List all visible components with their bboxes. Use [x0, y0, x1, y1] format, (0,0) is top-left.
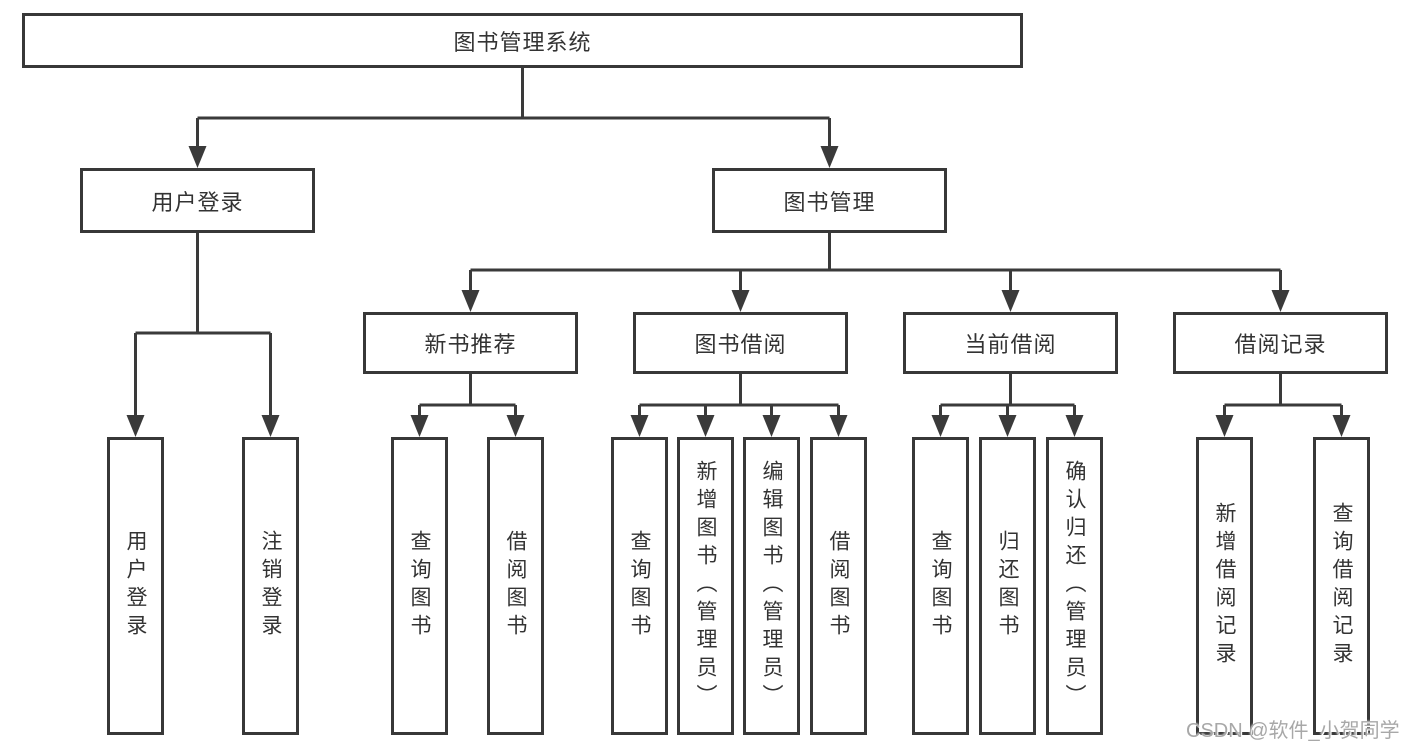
leaf-return-book: 归还图书: [979, 437, 1036, 735]
node-borrow-record-label: 借阅记录: [1234, 332, 1327, 357]
node-book-borrow-label: 图书借阅: [694, 332, 787, 357]
node-root: 图书管理系统: [22, 13, 1023, 68]
leaf-logout-login: 注销登录: [242, 437, 299, 735]
node-book-management-label: 图书管理: [783, 189, 876, 215]
arrow-icon: [998, 415, 1017, 437]
leaf-edit-book-admin: 编辑图书（管理员）: [743, 437, 800, 735]
leaf-logout-login-label: 注销登录: [259, 530, 282, 642]
node-borrow-record: 借阅记录: [1173, 312, 1388, 374]
leaf-edit-book-admin-label: 编辑图书（管理员）: [760, 460, 783, 712]
connector-new-book-recommend: [418, 374, 517, 416]
leaf-add-book-admin-label: 新增图书（管理员）: [694, 460, 717, 712]
csdn-watermark: CSDN @软件_小贺同学: [1186, 720, 1400, 742]
leaf-borrow-book-recommend: 借阅图书: [487, 437, 544, 735]
node-new-book-recommend-label: 新书推荐: [424, 332, 517, 357]
arrow-icon: [762, 415, 781, 437]
arrow-icon: [188, 146, 207, 168]
leaf-confirm-return-admin: 确认归还（管理员）: [1046, 437, 1103, 735]
arrow-icon: [1215, 415, 1234, 437]
node-new-book-recommend: 新书推荐: [363, 312, 578, 374]
arrow-icon: [1001, 290, 1020, 312]
node-book-borrow: 图书借阅: [633, 312, 848, 374]
leaf-query-borrow-record-label: 查询借阅记录: [1330, 502, 1353, 670]
leaf-query-book-current: 查询图书: [912, 437, 969, 735]
leaf-add-borrow-record-label: 新增借阅记录: [1213, 502, 1236, 670]
node-book-management: 图书管理: [712, 168, 947, 233]
arrow-icon: [461, 290, 480, 312]
leaf-borrow-book: 借阅图书: [810, 437, 867, 735]
arrow-icon: [1065, 415, 1084, 437]
leaf-confirm-return-admin-label: 确认归还（管理员）: [1063, 460, 1086, 712]
arrow-icon: [126, 415, 145, 437]
leaf-add-book-admin: 新增图书（管理员）: [677, 437, 734, 735]
node-current-borrow: 当前借阅: [903, 312, 1118, 374]
leaf-query-book-recommend-label: 查询图书: [408, 530, 431, 642]
arrow-icon: [1332, 415, 1351, 437]
arrow-icon: [731, 290, 750, 312]
leaf-user-login-label: 用户登录: [124, 530, 147, 642]
arrow-icon: [696, 415, 715, 437]
arrow-icon: [506, 415, 525, 437]
leaf-query-book-current-label: 查询图书: [929, 530, 952, 642]
leaf-query-book-borrow-label: 查询图书: [628, 530, 651, 642]
node-user-login: 用户登录: [80, 168, 315, 233]
node-user-login-label: 用户登录: [151, 189, 244, 215]
leaf-query-book-recommend: 查询图书: [391, 437, 448, 735]
arrow-icon: [630, 415, 649, 437]
leaf-return-book-label: 归还图书: [996, 530, 1019, 642]
arrow-icon: [931, 415, 950, 437]
connector-book-borrow: [638, 374, 840, 416]
node-current-borrow-label: 当前借阅: [964, 332, 1057, 357]
leaf-add-borrow-record: 新增借阅记录: [1196, 437, 1253, 735]
arrow-icon: [1271, 290, 1290, 312]
leaf-query-book-borrow: 查询图书: [611, 437, 668, 735]
leaf-borrow-book-recommend-label: 借阅图书: [504, 530, 527, 642]
arrow-icon: [829, 415, 848, 437]
connector-current-borrow: [939, 374, 1076, 416]
connector-user-login: [134, 233, 272, 416]
leaf-query-borrow-record: 查询借阅记录: [1313, 437, 1370, 735]
connector-book-management: [469, 233, 1282, 291]
arrow-icon: [410, 415, 429, 437]
arrow-icon: [261, 415, 280, 437]
node-root-label: 图书管理系统: [453, 29, 592, 55]
connector-borrow-record: [1223, 374, 1343, 416]
connector-root: [196, 68, 831, 147]
arrow-icon: [820, 146, 839, 168]
leaf-borrow-book-label: 借阅图书: [827, 530, 850, 642]
leaf-user-login: 用户登录: [107, 437, 164, 735]
